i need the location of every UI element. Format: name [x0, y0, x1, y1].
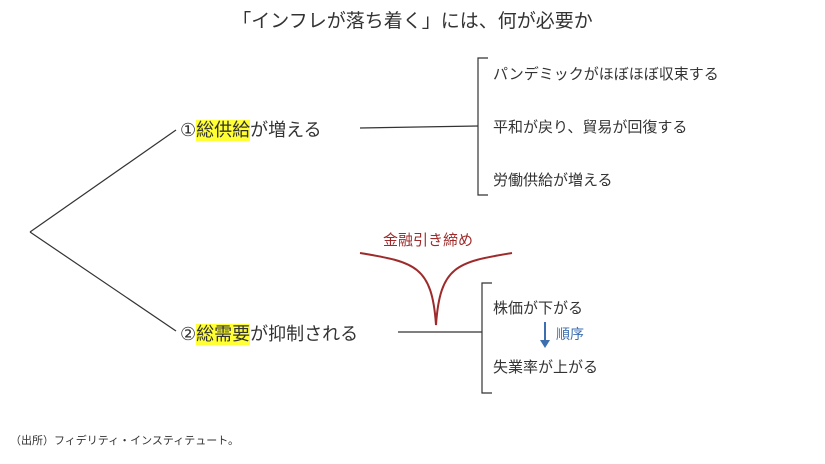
source-note: （出所）フィデリティ・インスティテュート。	[10, 434, 240, 447]
branch1-item-1: パンデミックがほぼほぼ収束する	[493, 65, 719, 83]
branch1-label: ①総供給が増える	[180, 116, 322, 142]
branch2-label: ②総需要が抑制される	[180, 320, 358, 346]
branch2-item-2: 失業率が上がる	[493, 358, 599, 376]
tightening-curve	[359, 252, 513, 326]
branch2-prefix: ②	[180, 324, 197, 345]
branch2-suffix: が抑制される	[250, 324, 359, 345]
branch1-item-2: 平和が戻り、貿易が回復する	[493, 118, 688, 136]
financial-tightening-label: 金融引き締め	[383, 231, 474, 249]
branch1-bracket	[477, 57, 488, 196]
root-branch-upper	[29, 129, 177, 233]
order-arrow-head	[540, 340, 550, 348]
branch1-highlight: 総供給	[196, 120, 251, 141]
diagram-title: 「インフレが落ち着く」には、何が必要か	[232, 10, 593, 32]
branch1-prefix: ①	[180, 120, 197, 141]
branch1-suffix: が増える	[250, 120, 322, 141]
root-branch-lower	[29, 231, 177, 332]
branch1-item-3: 労働供給が増える	[493, 171, 613, 189]
branch1-connector	[359, 125, 479, 129]
branch2-item-1: 株価が下がる	[493, 299, 584, 317]
order-label: 順序	[556, 327, 584, 343]
branch2-highlight: 総需要	[196, 324, 251, 345]
branch2-bracket	[481, 282, 492, 394]
